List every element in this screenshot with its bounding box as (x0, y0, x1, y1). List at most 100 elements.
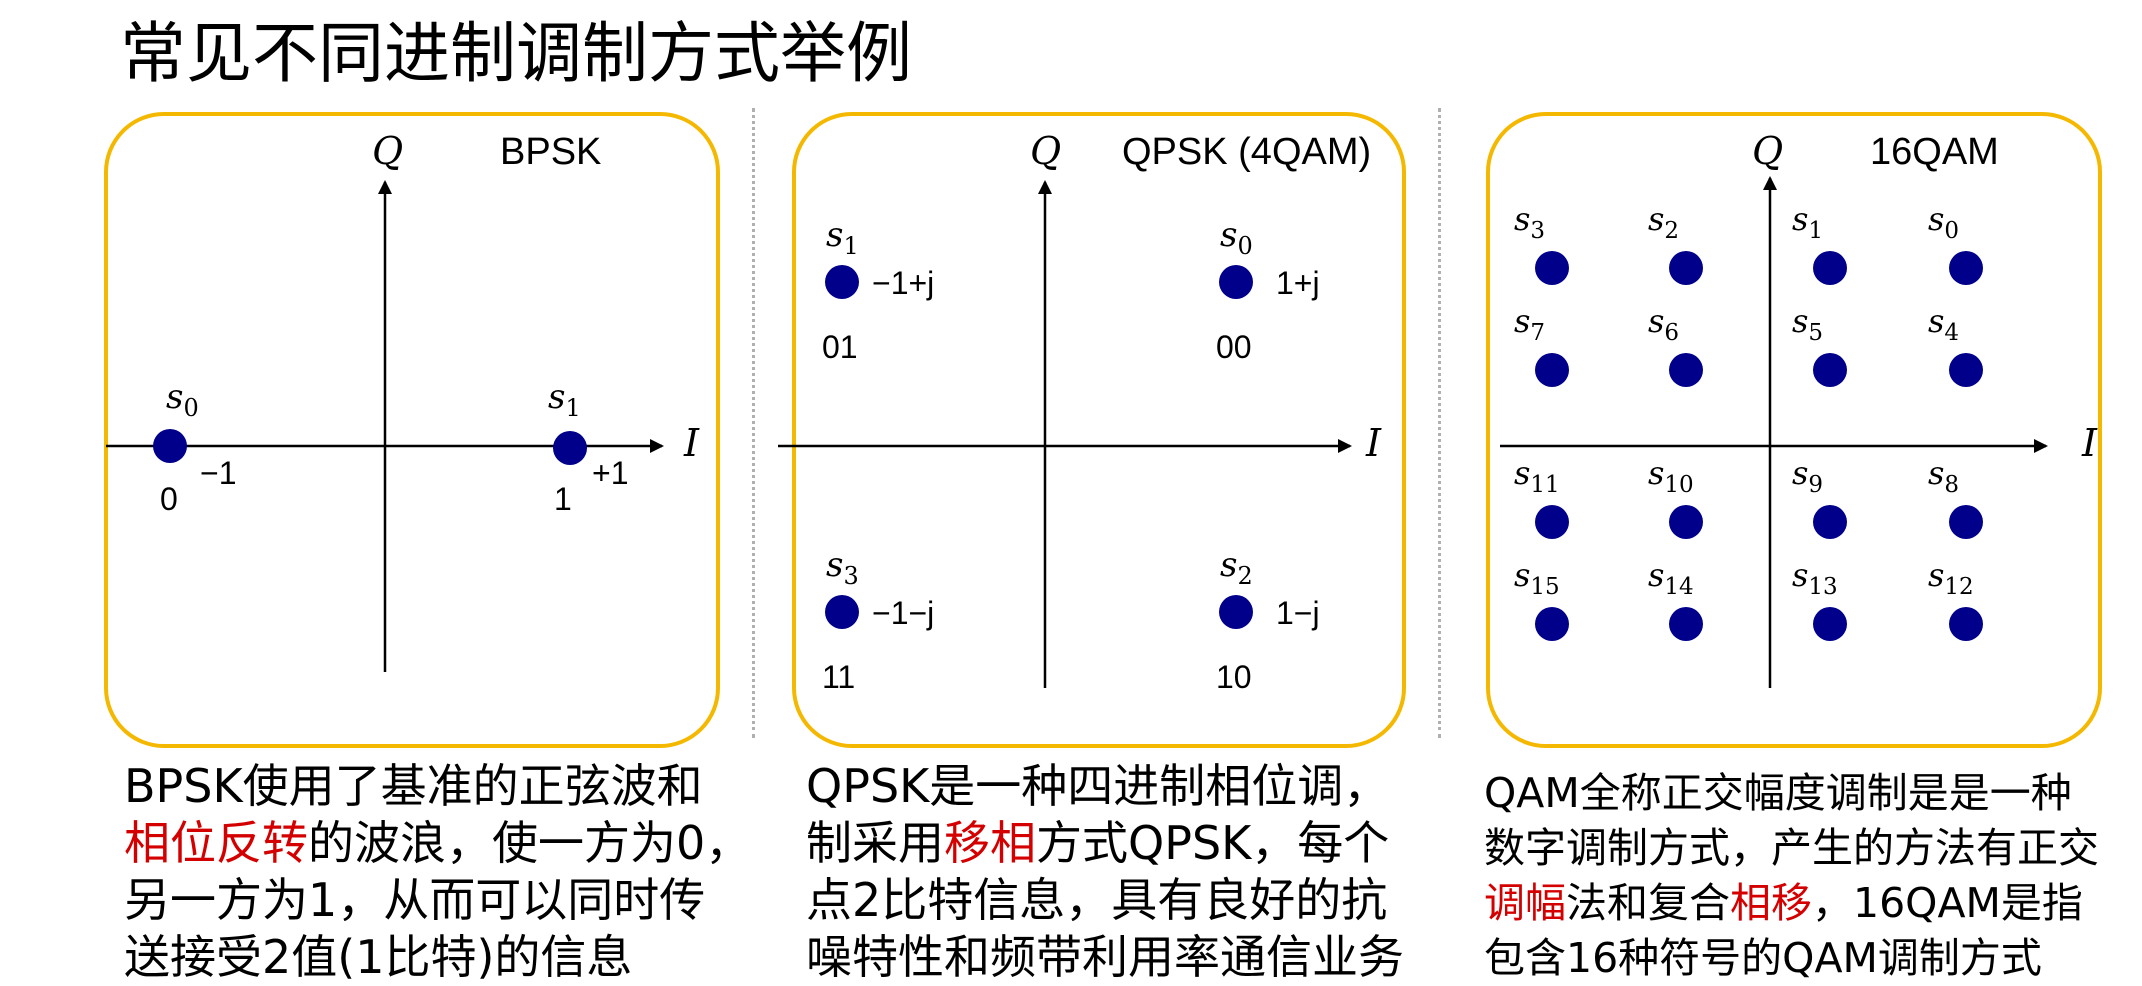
point-label: s11 (1514, 454, 1560, 498)
constellation-point (1535, 353, 1569, 387)
qam16-point: s0 (1928, 200, 1983, 285)
point-label: s7 (1514, 302, 1545, 346)
qam16-point: s14 (1648, 556, 1703, 641)
desc-line: BPSK使用了基准的正弦波和 (124, 759, 703, 813)
constellation-point (1535, 505, 1569, 539)
constellation-point (1669, 251, 1703, 285)
desc-line: 噪特性和频带利用率通信业务 (806, 930, 1404, 984)
highlight-text: 调幅 (1484, 879, 1566, 927)
point-label: s9 (1792, 454, 1823, 498)
page-title: 常见不同进制调制方式举例 (120, 15, 912, 92)
constellation-point (1949, 607, 1983, 641)
point-label: s13 (1792, 556, 1838, 600)
svg-text:s0: s0 (1220, 215, 1253, 260)
svg-text:s2: s2 (1220, 545, 1253, 590)
qam16-point: s13 (1792, 556, 1847, 641)
constellation-point (1813, 353, 1847, 387)
qam16-point: s3 (1514, 200, 1569, 285)
qam16-point: s4 (1928, 302, 1983, 387)
desc-text: 制采用 (806, 816, 944, 870)
point-label-s0: s0 (166, 377, 199, 422)
point-label: s3 (1514, 200, 1545, 244)
point-value: 1−j (1276, 595, 1320, 631)
point-bits: 0 (160, 481, 178, 517)
point-label: s8 (1928, 454, 1959, 498)
point-label-s1: s1 (548, 377, 581, 422)
constellation-point (1219, 595, 1253, 629)
desc-line: 调幅法和复合相移，16QAM是指 (1484, 876, 2099, 931)
point-value: +1 (592, 455, 628, 491)
i-axis-label: I (1365, 421, 1382, 465)
desc-line: 数字调制方式，产生的方法有正交 (1484, 824, 2099, 872)
bpsk-constellation: Q I BPSK s0 −1 0 s1 +1 1 (106, 129, 700, 672)
point-label: s12 (1928, 556, 1974, 600)
constellation-point (1949, 505, 1983, 539)
desc-text: 的波浪，使一方为0， (308, 816, 752, 870)
point-label: s14 (1648, 556, 1694, 600)
point-label: s1 (1792, 200, 1823, 244)
desc-line: 另一方为1，从而可以同时传 (124, 873, 706, 927)
constellation-point (153, 429, 187, 463)
divider-2 (1438, 108, 1441, 738)
point-bits: 10 (1216, 659, 1252, 695)
constellation-point (1535, 607, 1569, 641)
point-label: s10 (1648, 454, 1694, 498)
bpsk-title: BPSK (500, 131, 601, 173)
bpsk-description: BPSK使用了基准的正弦波和 相位反转的波浪，使一方为0， 另一方为1，从而可以… (124, 758, 751, 986)
qam16-title: 16QAM (1870, 131, 1999, 173)
point-value: −1−j (872, 595, 934, 631)
qam16-point: s12 (1928, 556, 1983, 641)
qam16-point: s2 (1648, 200, 1703, 285)
desc-line: 送接受2值(1比特)的信息 (124, 930, 633, 984)
point-value: 1+j (1276, 265, 1320, 301)
qam16-point: s5 (1792, 302, 1847, 387)
point-value: −1 (200, 455, 236, 491)
point-label: s6 (1648, 302, 1679, 346)
constellation-point (1813, 607, 1847, 641)
qam16-point: s1 (1792, 200, 1847, 285)
desc-line: 相位反转的波浪，使一方为0， (124, 815, 751, 872)
desc-text: 法和复合 (1566, 879, 1730, 927)
q-axis-label: Q (1030, 129, 1061, 173)
qpsk-point-s2: s2 1−j 10 (1216, 545, 1320, 695)
qam16-point: s8 (1928, 454, 1983, 539)
divider-1 (752, 108, 755, 738)
qpsk-description: QPSK是一种四进制相位调， 制采用移相方式QPSK，每个 点2比特信息，具有良… (806, 758, 1404, 986)
point-bits: 01 (822, 329, 858, 365)
desc-line: QPSK是一种四进制相位调， (806, 759, 1390, 813)
i-axis-label: I (2081, 421, 2098, 465)
qpsk-point-s0: s0 1+j 00 (1216, 215, 1320, 365)
qam16-point: s6 (1648, 302, 1703, 387)
qpsk-point-s1: s1 −1+j 01 (822, 215, 934, 365)
q-axis-label: Q (372, 129, 403, 173)
desc-line: QAM全称正交幅度调制是是一种 (1484, 769, 2072, 817)
bpsk-panel (104, 112, 720, 748)
qpsk-point-s3: s3 −1−j 11 (822, 545, 934, 695)
qpsk-panel (792, 112, 1406, 748)
constellation-point (1949, 353, 1983, 387)
constellation-point (1813, 505, 1847, 539)
qam16-panel (1486, 112, 2102, 748)
qpsk-title: QPSK (4QAM) (1122, 131, 1371, 173)
desc-line: 包含16种符号的QAM调制方式 (1484, 934, 2042, 982)
constellation-point (1535, 251, 1569, 285)
constellation-point (825, 595, 859, 629)
svg-text:s3: s3 (826, 545, 859, 590)
point-bits: 00 (1216, 329, 1252, 365)
point-label: s15 (1514, 556, 1560, 600)
qam16-point: s7 (1514, 302, 1569, 387)
desc-line: 制采用移相方式QPSK，每个 (806, 815, 1404, 872)
qam16-point: s10 (1648, 454, 1703, 539)
highlight-text: 相位反转 (124, 816, 308, 870)
qpsk-constellation: Q I QPSK (4QAM) s1 −1+j 01 s0 1+j 00 s3 … (778, 129, 1382, 695)
qam16-point: s11 (1514, 454, 1569, 539)
point-label: s5 (1792, 302, 1823, 346)
point-label: s4 (1928, 302, 1959, 346)
point-value: −1+j (872, 265, 934, 301)
constellation-point (1949, 251, 1983, 285)
qam-description: QAM全称正交幅度调制是是一种 数字调制方式，产生的方法有正交 调幅法和复合相移… (1484, 766, 2099, 986)
desc-text: 方式QPSK，每个 (1036, 816, 1390, 870)
constellation-point (1219, 265, 1253, 299)
svg-text:s1: s1 (826, 215, 859, 260)
